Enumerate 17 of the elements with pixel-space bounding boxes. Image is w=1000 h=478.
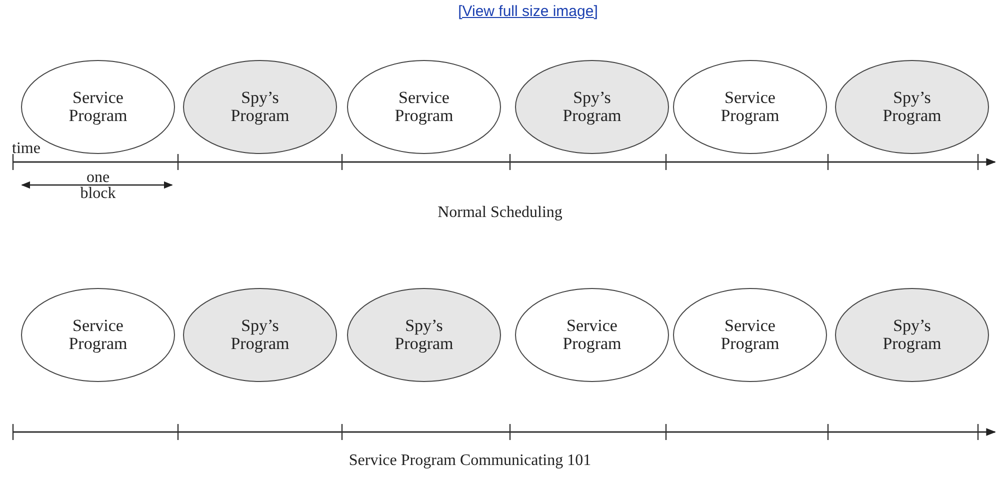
program-label: Service Program	[394, 89, 454, 125]
view-link: [View full size image]	[457, 3, 599, 20]
program-label: Spy’s Program	[882, 317, 942, 353]
axis-label: time	[12, 140, 42, 158]
program-label: Spy’s Program	[562, 89, 622, 125]
program-label: Spy’s Program	[394, 317, 454, 353]
caption: Service Program Communicating 101	[348, 452, 592, 470]
dimension-label: one block	[79, 170, 117, 202]
program-label: Service Program	[68, 317, 128, 353]
program-label: Spy’s Program	[230, 317, 290, 353]
program-label: Service Program	[720, 89, 780, 125]
program-label: Service Program	[720, 317, 780, 353]
caption: Normal Scheduling	[436, 204, 564, 222]
program-label: Service Program	[562, 317, 622, 353]
program-label: Service Program	[68, 89, 128, 125]
program-label: Spy’s Program	[230, 89, 290, 125]
program-label: Spy’s Program	[882, 89, 942, 125]
